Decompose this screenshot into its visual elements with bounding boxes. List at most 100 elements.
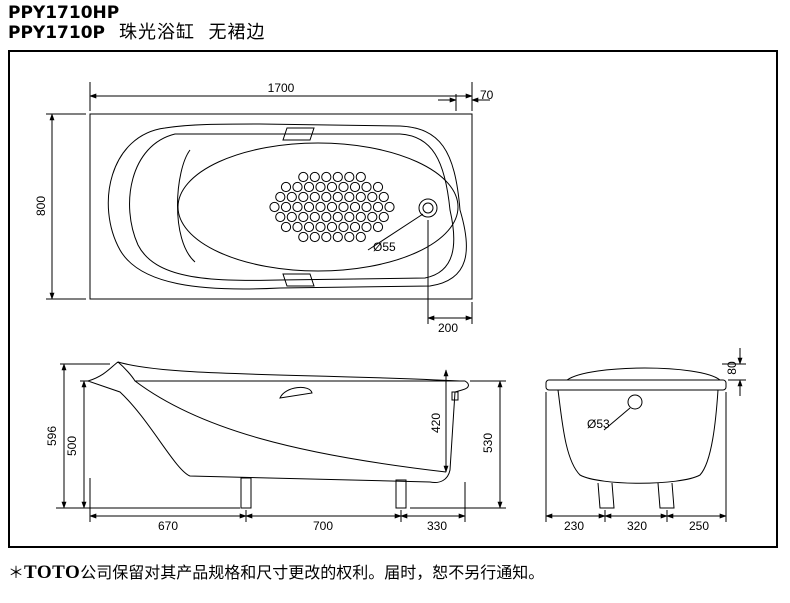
tub-profile-side [86, 361, 469, 483]
anti-slip-dot [355, 231, 366, 243]
tub-rim-curve [107, 123, 467, 290]
anti-slip-dot [275, 191, 286, 203]
anti-slip-dot [349, 221, 361, 233]
anti-slip-dot [326, 221, 338, 233]
anti-slip-dot [298, 231, 309, 243]
anti-slip-dot [286, 191, 297, 203]
anti-slip-dot [372, 221, 384, 233]
anti-slip-dot [298, 191, 309, 203]
drain-inner [422, 202, 434, 214]
anti-slip-dot [280, 181, 292, 193]
anti-slip-dot [361, 181, 372, 193]
anti-slip-dots [269, 171, 395, 243]
anti-slip-dot [332, 171, 343, 183]
overflow-diameter-label: Ø53 [587, 417, 610, 431]
anti-slip-dot [303, 221, 315, 233]
drain-leader [367, 213, 424, 251]
dim-width-label: 800 [34, 196, 48, 216]
anti-slip-dot [309, 211, 320, 223]
anti-slip-dot [384, 201, 395, 213]
anti-slip-dot [321, 191, 332, 203]
anti-slip-dot [344, 231, 355, 243]
dim-250-label: 250 [689, 519, 709, 533]
anti-slip-dot [355, 191, 366, 203]
anti-slip-dot [269, 201, 280, 213]
tub-rim-line [117, 361, 461, 382]
anti-slip-dot [367, 191, 378, 203]
tub-rim-inner [129, 133, 455, 281]
anti-slip-dot [292, 201, 303, 213]
anti-slip-dot [298, 211, 309, 223]
grip-handle-bottom [282, 273, 315, 287]
anti-slip-dot [321, 171, 332, 183]
anti-slip-dot [372, 201, 384, 213]
anti-slip-dot [355, 211, 366, 223]
dim-330-label: 330 [427, 519, 447, 533]
top-view [46, 82, 490, 324]
anti-slip-dot [292, 221, 303, 233]
anti-slip-dot [344, 211, 355, 223]
anti-slip-dot [321, 211, 332, 223]
disclaimer-text: 公司保留对其产品规格和尺寸更改的权利。届时，恕不另行通知。 [80, 563, 545, 582]
overflow-fitting [451, 391, 459, 401]
anti-slip-dot [332, 231, 343, 243]
leg-right [395, 479, 407, 509]
anti-slip-dot [355, 171, 366, 183]
anti-slip-dot [361, 221, 372, 233]
dim-420-label: 420 [429, 413, 443, 433]
anti-slip-dot [349, 181, 361, 193]
leg-left [240, 477, 252, 509]
model-number-1: PPY1710HP [8, 3, 120, 23]
anti-slip-dot [367, 211, 378, 223]
dim-offset-label: 70 [480, 88, 494, 102]
model-number-2: PPY1710P [8, 23, 106, 43]
end-body [557, 389, 719, 484]
grip-handle-top [282, 127, 315, 141]
side-handle [279, 386, 313, 399]
end-view [545, 348, 746, 522]
anti-slip-dot [332, 191, 343, 203]
anti-slip-dot [332, 211, 343, 223]
brand-name: TOTO [24, 562, 81, 583]
tub-basin [177, 142, 459, 272]
anti-slip-dot [349, 201, 361, 213]
anti-slip-dot [280, 221, 292, 233]
end-leg-left [597, 482, 615, 509]
anti-slip-dot [321, 231, 332, 243]
anti-slip-dot [286, 211, 297, 223]
anti-slip-dot [326, 181, 338, 193]
dim-230-label: 230 [564, 519, 584, 533]
dim-320-label: 320 [627, 519, 647, 533]
tub-inner-line [134, 380, 447, 473]
anti-slip-dot [378, 211, 389, 223]
dim-500-label: 500 [65, 436, 79, 456]
headrest-curve [566, 367, 721, 381]
anti-slip-dot [298, 171, 309, 183]
anti-slip-dot [372, 181, 384, 193]
end-leg-right [657, 482, 675, 509]
anti-slip-dot [292, 181, 303, 193]
anti-slip-dot [338, 181, 349, 193]
dim-drain-offset-label: 200 [438, 321, 458, 335]
anti-slip-dot [315, 201, 326, 213]
anti-slip-dot [309, 191, 320, 203]
side-view [56, 361, 506, 522]
drain-outer [418, 198, 438, 218]
tub-outline-top [89, 113, 473, 300]
anti-slip-dot [344, 191, 355, 203]
anti-slip-dot [303, 181, 315, 193]
anti-slip-dot [315, 221, 326, 233]
asterisk-mark: ＊ [8, 563, 25, 582]
overflow-leader [603, 407, 631, 431]
drawing-frame [8, 50, 778, 548]
anti-slip-dot [338, 201, 349, 213]
anti-slip-dot [275, 211, 286, 223]
end-rim [545, 379, 727, 391]
anti-slip-dot [326, 201, 338, 213]
anti-slip-dot [378, 191, 389, 203]
anti-slip-dot [309, 171, 320, 183]
dim-80-label: 80 [725, 361, 739, 375]
dim-670-label: 670 [158, 519, 178, 533]
anti-slip-dot [303, 201, 315, 213]
